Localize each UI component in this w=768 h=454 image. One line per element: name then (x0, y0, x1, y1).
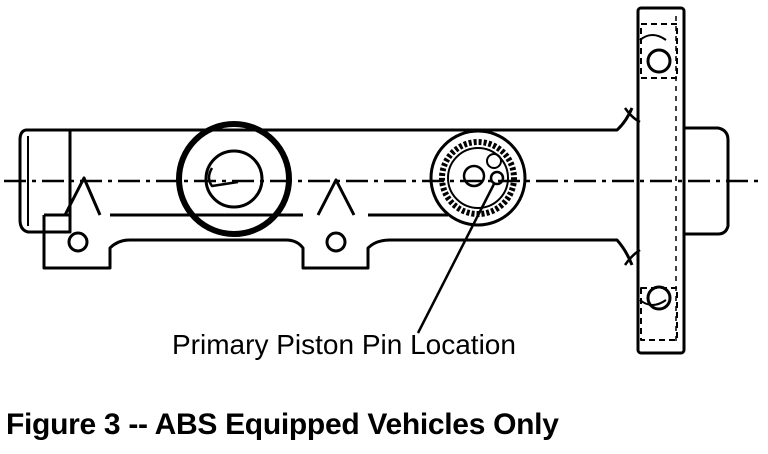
middle-mounting-boss (316, 178, 356, 253)
figure-caption: Figure 3 -- ABS Equipped Vehicles Only (6, 408, 559, 441)
left-mounting-boss (63, 176, 102, 253)
reservoir-port (176, 121, 292, 237)
lower-mounting-hole (640, 285, 678, 341)
rear-hub (684, 126, 730, 236)
upper-mounting-hole (640, 23, 678, 79)
primary-piston-port (429, 129, 527, 227)
callout-leader-line (416, 183, 496, 334)
cylinder-body (40, 107, 634, 270)
primary-piston-pin-label: Primary Piston Pin Location (172, 329, 516, 360)
